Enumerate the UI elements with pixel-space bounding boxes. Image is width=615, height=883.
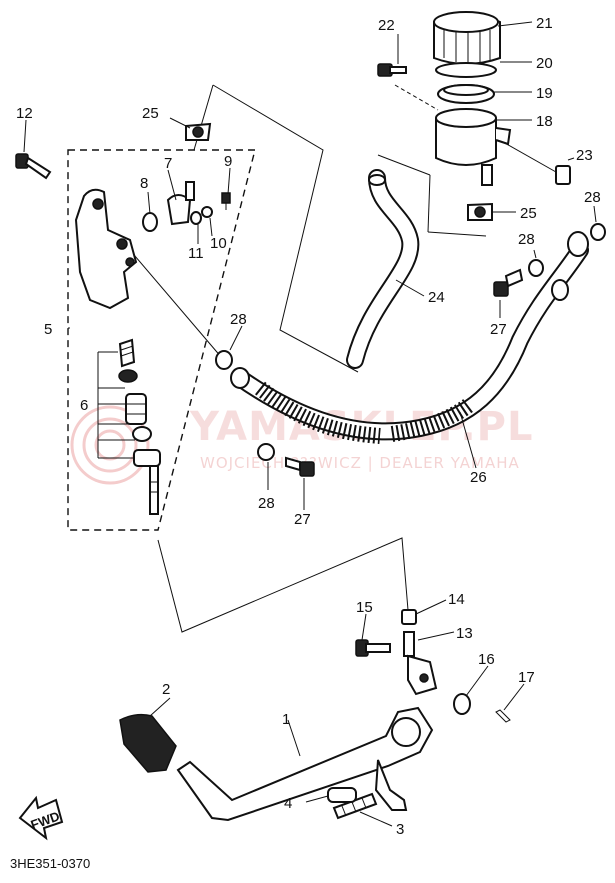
callout-18: 18 bbox=[536, 113, 553, 130]
callout-7: 7 bbox=[164, 155, 172, 172]
washer-28-a bbox=[215, 350, 233, 370]
callout-leaders bbox=[23, 21, 597, 827]
reservoir-cap bbox=[433, 11, 501, 65]
callout-25-lower: 25 bbox=[520, 205, 537, 222]
hose-joint-7 bbox=[166, 181, 195, 226]
fwd-arrow-icon: FWD bbox=[18, 795, 64, 841]
reservoir-plate bbox=[435, 62, 497, 78]
callout-27-lower: 27 bbox=[294, 511, 311, 528]
brake-pedal bbox=[176, 706, 434, 822]
spring bbox=[118, 338, 136, 368]
washer-11 bbox=[190, 211, 202, 225]
washer-16 bbox=[453, 693, 471, 715]
collar-4 bbox=[327, 787, 357, 803]
callout-10: 10 bbox=[210, 235, 227, 252]
callout-28-c: 28 bbox=[518, 231, 535, 248]
piston bbox=[125, 393, 147, 425]
callout-15: 15 bbox=[356, 599, 373, 616]
callout-12: 12 bbox=[16, 105, 33, 122]
callout-11: 11 bbox=[188, 245, 204, 262]
washer-10 bbox=[201, 206, 213, 218]
callout-19: 19 bbox=[536, 85, 553, 102]
master-cylinder-group-outline bbox=[67, 149, 256, 531]
diagram-code: 3HE351-0370 bbox=[10, 856, 90, 871]
cotter-pin-17 bbox=[495, 709, 511, 723]
watermark-logo bbox=[70, 405, 150, 485]
callout-5: 5 bbox=[44, 321, 52, 338]
callout-4: 4 bbox=[284, 795, 292, 812]
hose-clamp-lower bbox=[467, 202, 493, 221]
bolt-12 bbox=[15, 153, 52, 180]
brake-hose bbox=[230, 231, 589, 444]
callout-26: 26 bbox=[470, 469, 487, 486]
screw-9 bbox=[221, 192, 231, 210]
reservoir-diaphragm bbox=[437, 84, 495, 104]
callout-20: 20 bbox=[536, 55, 553, 72]
nut-14 bbox=[401, 609, 417, 625]
callout-28-b: 28 bbox=[258, 495, 275, 512]
callout-8: 8 bbox=[140, 175, 148, 192]
callout-28-a: 28 bbox=[230, 311, 247, 328]
spring-3 bbox=[332, 792, 378, 820]
callout-9: 9 bbox=[224, 153, 232, 170]
circlip bbox=[132, 426, 152, 442]
callout-17: 17 bbox=[518, 669, 535, 686]
nut-23 bbox=[555, 165, 571, 185]
callout-6: 6 bbox=[80, 397, 88, 414]
callout-3: 3 bbox=[396, 821, 404, 838]
callout-24: 24 bbox=[428, 289, 445, 306]
o-ring-8 bbox=[142, 212, 158, 232]
callout-2: 2 bbox=[162, 681, 170, 698]
washer-28-d bbox=[590, 223, 606, 241]
callout-16: 16 bbox=[478, 651, 495, 668]
washer-28-b bbox=[257, 443, 275, 461]
callout-22: 22 bbox=[378, 17, 395, 34]
callout-25-upper: 25 bbox=[142, 105, 159, 122]
callout-27-right: 27 bbox=[490, 321, 507, 338]
footrest-rubber-2 bbox=[119, 713, 177, 773]
washer-28-c bbox=[528, 259, 544, 277]
master-cylinder-body bbox=[74, 188, 138, 310]
union-bolt-27-b bbox=[285, 456, 315, 477]
callout-23: 23 bbox=[576, 147, 593, 164]
push-rod bbox=[133, 449, 161, 515]
callout-13: 13 bbox=[456, 625, 473, 642]
callout-14: 14 bbox=[448, 591, 465, 608]
union-bolt-27-a bbox=[493, 268, 524, 297]
callout-1: 1 bbox=[282, 711, 290, 728]
callout-21: 21 bbox=[536, 15, 553, 32]
callout-labels: 1 2 3 4 5 6 7 8 9 10 11 12 13 14 15 16 1… bbox=[16, 15, 601, 838]
reservoir-hose bbox=[346, 169, 420, 369]
watermark-tagline: WOJCIECH ???WICZ | DEALER YAMAHA bbox=[200, 454, 520, 472]
callout-28-d: 28 bbox=[584, 189, 601, 206]
reservoir-tank bbox=[435, 108, 512, 186]
rod-end-13 bbox=[403, 631, 438, 696]
hose-clamp-upper bbox=[185, 122, 212, 141]
bolt-15 bbox=[355, 639, 391, 657]
reservoir-bolt bbox=[377, 63, 407, 77]
cup-primary bbox=[118, 369, 138, 383]
